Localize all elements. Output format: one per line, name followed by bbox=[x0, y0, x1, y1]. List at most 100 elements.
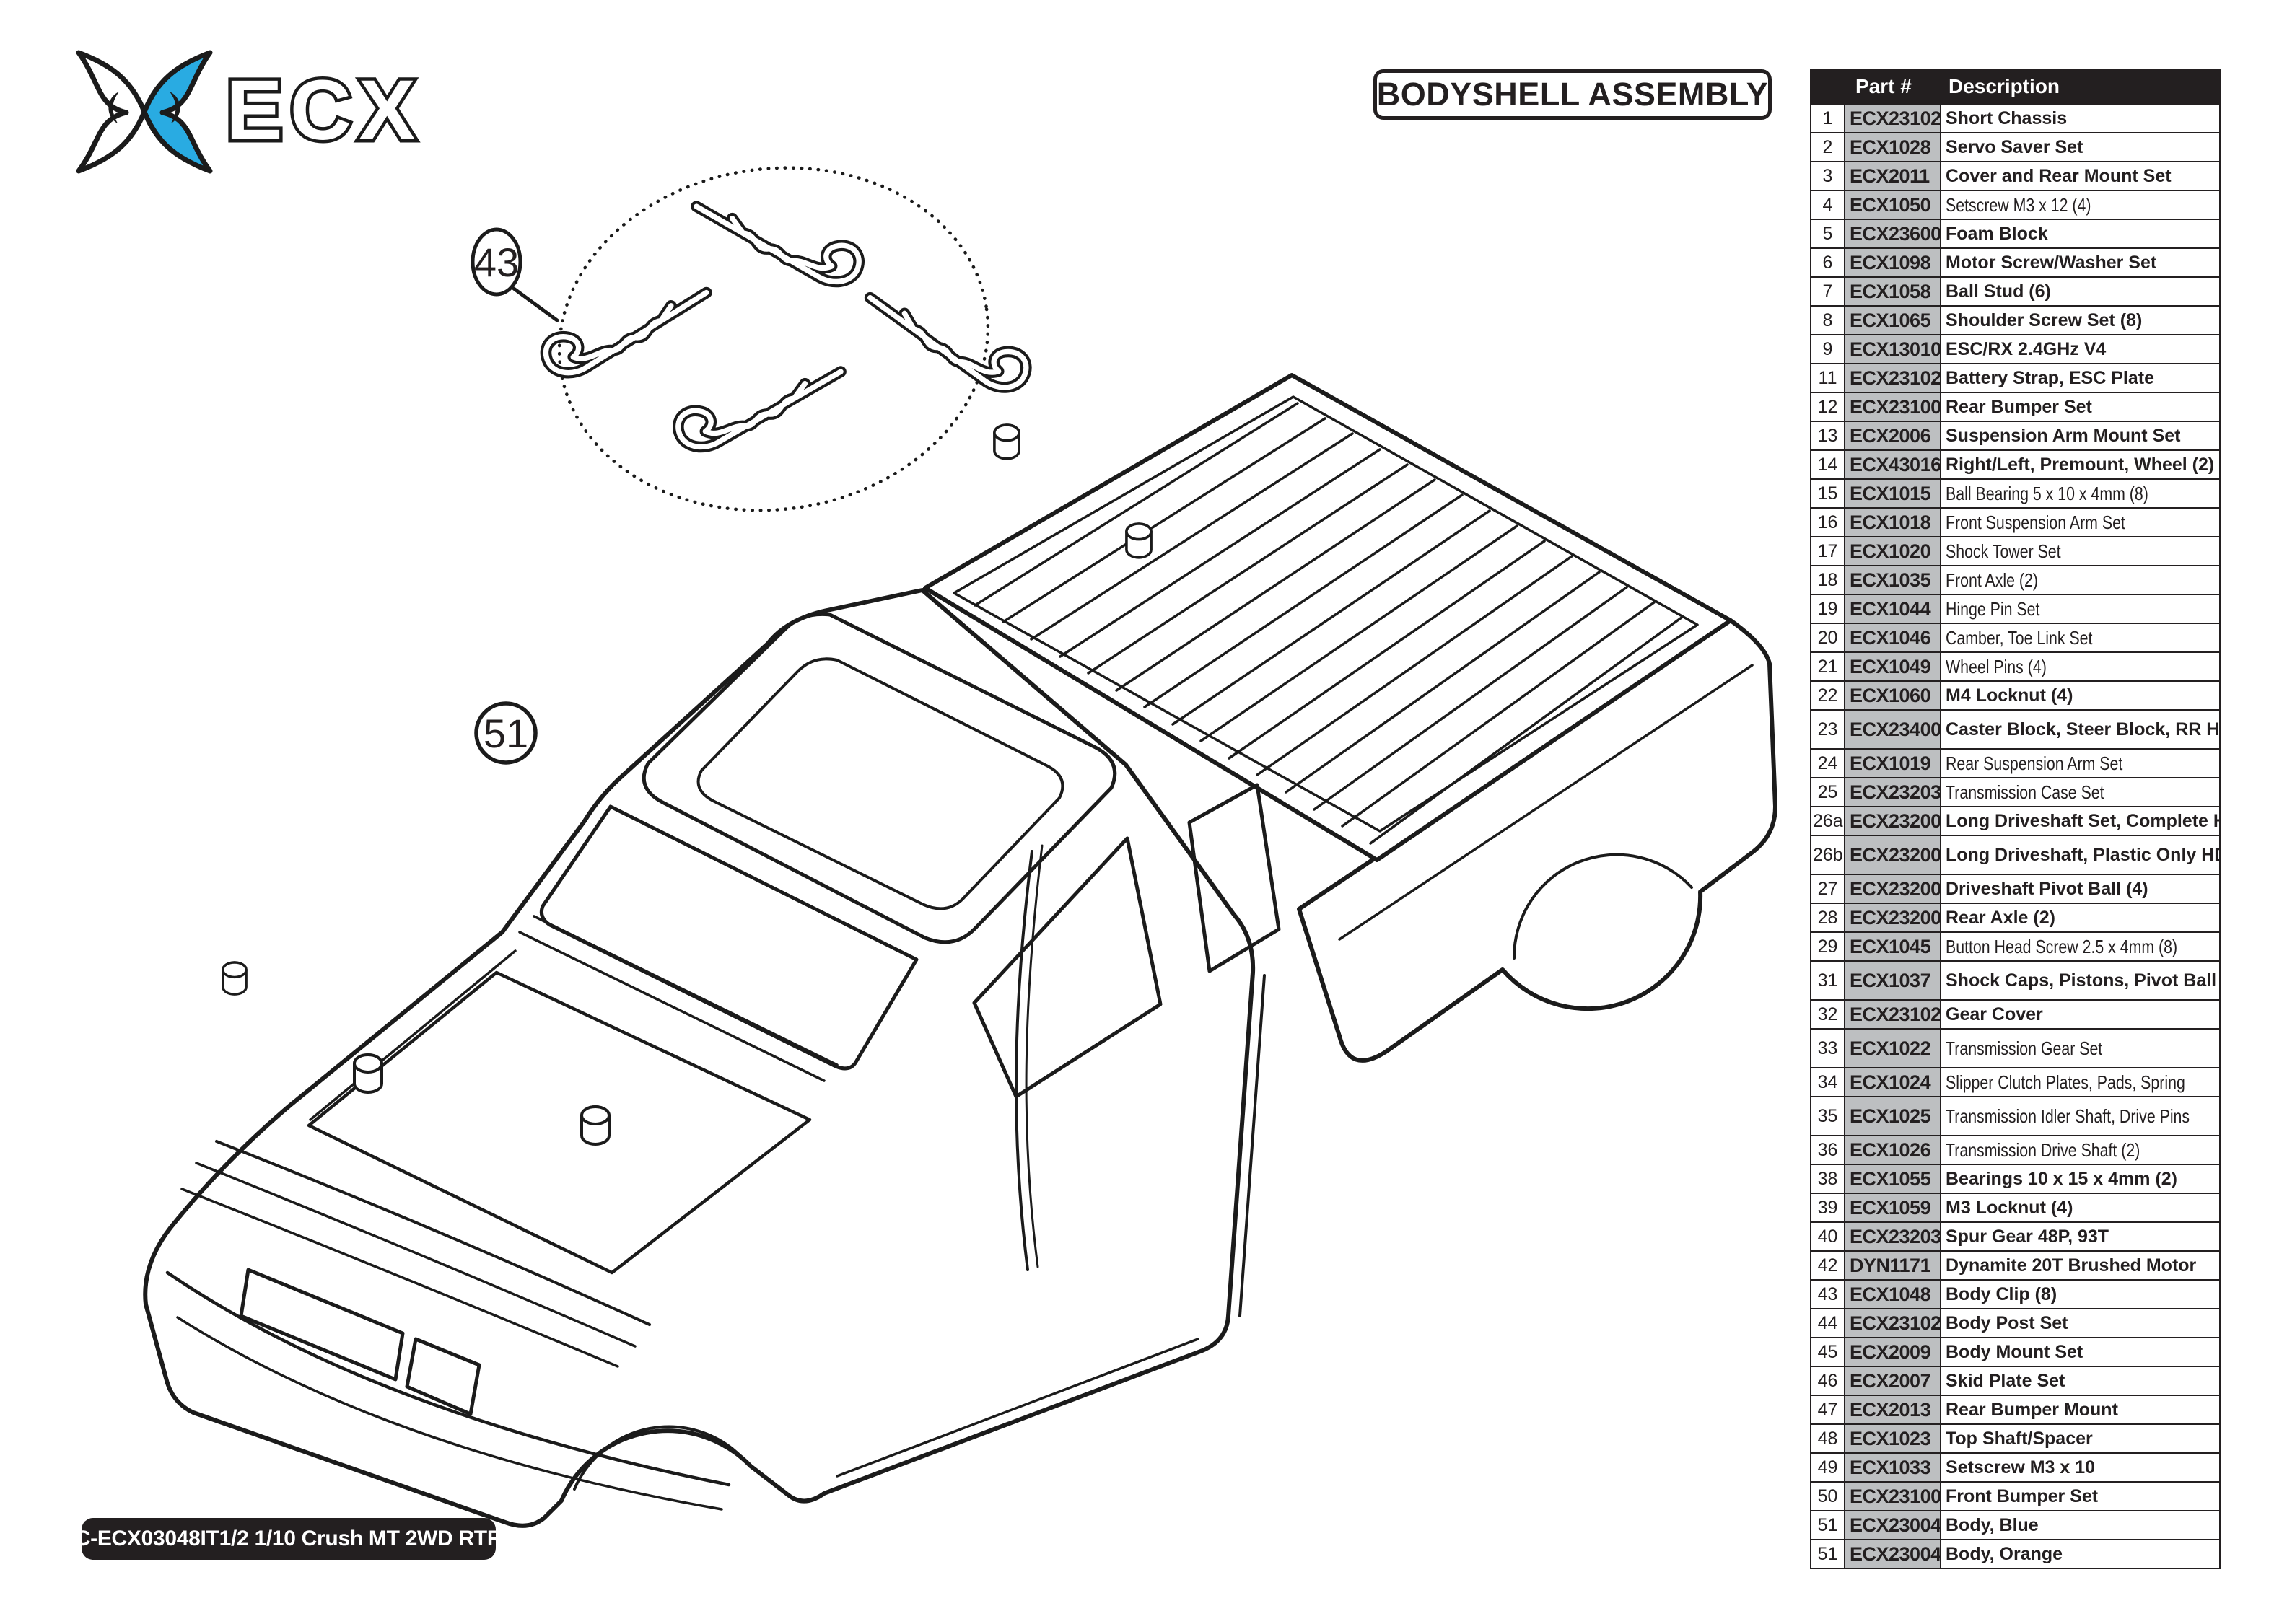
row-description: Shoulder Screw Set (8) bbox=[1940, 305, 2221, 335]
row-part-number: ECX230044 bbox=[1844, 1510, 1941, 1540]
row-description: Bearings 10 x 15 x 4mm (2) bbox=[1940, 1164, 2221, 1194]
row-part-number: ECX1024 bbox=[1844, 1067, 1941, 1097]
row-description: Shock Tower Set bbox=[1940, 536, 2221, 566]
row-part-number: ECX231001 bbox=[1844, 1481, 1941, 1511]
row-number: 25 bbox=[1810, 777, 1845, 807]
row-description: Top Shaft/Spacer bbox=[1940, 1423, 2221, 1454]
row-number: 34 bbox=[1810, 1067, 1845, 1097]
row-description: Rear Suspension Arm Set bbox=[1940, 748, 2221, 778]
row-description: Foam Block bbox=[1940, 219, 2221, 249]
row-part-number: ECX1045 bbox=[1844, 931, 1941, 962]
row-part-number: ECX231002 bbox=[1844, 392, 1941, 422]
row-number: 18 bbox=[1810, 565, 1845, 595]
row-number: 47 bbox=[1810, 1395, 1845, 1425]
row-description: Front Bumper Set bbox=[1940, 1481, 2221, 1511]
row-number: 38 bbox=[1810, 1164, 1845, 1194]
row-number: 6 bbox=[1810, 247, 1845, 278]
row-part-number: ECX1098 bbox=[1844, 247, 1941, 278]
row-part-number: ECX1020 bbox=[1844, 536, 1941, 566]
callout-51: 51 bbox=[474, 701, 538, 765]
row-description: Long Driveshaft Set, Complete HD (2) bbox=[1940, 806, 2221, 836]
table-row: 14 ECX43016 Right/Left, Premount, Wheel … bbox=[1810, 449, 2221, 480]
row-description: Camber, Toe Link Set bbox=[1940, 623, 2221, 653]
row-part-number: ECX1049 bbox=[1844, 651, 1941, 682]
row-description: Setscrew M3 x 10 bbox=[1940, 1452, 2221, 1483]
table-row: 34 ECX1024 Slipper Clutch Plates, Pads, … bbox=[1810, 1067, 2221, 1097]
table-row: 24 ECX1019 Rear Suspension Arm Set bbox=[1810, 748, 2221, 778]
row-number: 20 bbox=[1810, 623, 1845, 653]
table-row: 18 ECX1035 Front Axle (2) bbox=[1810, 565, 2221, 595]
row-number: 46 bbox=[1810, 1366, 1845, 1396]
row-number: 22 bbox=[1810, 680, 1845, 711]
row-part-number: ECX2009 bbox=[1844, 1337, 1941, 1367]
row-part-number: ECX1035 bbox=[1844, 565, 1941, 595]
row-description: Front Suspension Arm Set bbox=[1940, 507, 2221, 537]
row-description: Rear Bumper Set bbox=[1940, 392, 2221, 422]
row-number: 45 bbox=[1810, 1337, 1845, 1367]
row-number: 51 bbox=[1810, 1510, 1845, 1540]
table-row: 20 ECX1046 Camber, Toe Link Set bbox=[1810, 623, 2221, 653]
row-description: ESC/RX 2.4GHz V4 bbox=[1940, 334, 2221, 364]
table-row: 11 ECX231024 Battery Strap, ESC Plate bbox=[1810, 363, 2221, 393]
table-row: 26a ECX232000 Long Driveshaft Set, Compl… bbox=[1810, 806, 2221, 836]
row-part-number: ECX232033 bbox=[1844, 777, 1941, 807]
table-row: 25 ECX232033 Transmission Case Set bbox=[1810, 777, 2221, 807]
table-row: 21 ECX1049 Wheel Pins (4) bbox=[1810, 651, 2221, 682]
row-number: 33 bbox=[1810, 1028, 1845, 1068]
row-number: 42 bbox=[1810, 1250, 1845, 1281]
row-description: M4 Locknut (4) bbox=[1940, 680, 2221, 711]
row-description: Wheel Pins (4) bbox=[1940, 651, 2221, 682]
row-number: 15 bbox=[1810, 478, 1845, 509]
table-row: 45 ECX2009 Body Mount Set bbox=[1810, 1337, 2221, 1367]
row-number: 9 bbox=[1810, 334, 1845, 364]
row-number: 24 bbox=[1810, 748, 1845, 778]
row-number: 35 bbox=[1810, 1096, 1845, 1136]
table-row: 46 ECX2007 Skid Plate Set bbox=[1810, 1366, 2221, 1396]
row-description: Battery Strap, ESC Plate bbox=[1940, 363, 2221, 393]
row-part-number: ECX1059 bbox=[1844, 1193, 1941, 1223]
row-number: 48 bbox=[1810, 1423, 1845, 1454]
table-row: 38 ECX1055 Bearings 10 x 15 x 4mm (2) bbox=[1810, 1164, 2221, 1194]
truck-bed bbox=[923, 373, 1777, 1063]
row-description: Slipper Clutch Plates, Pads, Spring bbox=[1940, 1067, 2221, 1097]
table-row: 47 ECX2013 Rear Bumper Mount bbox=[1810, 1395, 2221, 1425]
table-row: 50 ECX231001 Front Bumper Set bbox=[1810, 1481, 2221, 1511]
row-description: Transmission Gear Set bbox=[1940, 1028, 2221, 1068]
row-description: Rear Bumper Mount bbox=[1940, 1395, 2221, 1425]
table-row: 27 ECX232005 Driveshaft Pivot Ball (4) bbox=[1810, 874, 2221, 904]
ecx-emblem-icon bbox=[76, 50, 213, 174]
row-number: 4 bbox=[1810, 190, 1845, 220]
table-row: 26b ECX232002 Long Driveshaft, Plastic O… bbox=[1810, 835, 2221, 875]
row-number: 39 bbox=[1810, 1193, 1845, 1223]
row-description: Transmission Case Set bbox=[1940, 777, 2221, 807]
row-number: 29 bbox=[1810, 931, 1845, 962]
row-number: 16 bbox=[1810, 507, 1845, 537]
row-part-number: ECX1025 bbox=[1844, 1096, 1941, 1136]
row-part-number: ECX1060 bbox=[1844, 680, 1941, 711]
row-description: Spur Gear 48P, 93T bbox=[1940, 1221, 2221, 1252]
table-row: 51 ECX230045 Body, Orange bbox=[1810, 1539, 2221, 1569]
row-part-number: ECX2011 bbox=[1844, 161, 1941, 191]
table-row: 35 ECX1025 Transmission Idler Shaft, Dri… bbox=[1810, 1096, 2221, 1136]
table-row: 29 ECX1045 Button Head Screw 2.5 x 4mm (… bbox=[1810, 931, 2221, 962]
row-number: 3 bbox=[1810, 161, 1845, 191]
row-part-number: ECX1048 bbox=[1844, 1279, 1941, 1309]
table-row: 9 ECX13010 ESC/RX 2.4GHz V4 bbox=[1810, 334, 2221, 364]
row-part-number: ECX1044 bbox=[1844, 594, 1941, 624]
row-part-number: DYN1171 bbox=[1844, 1250, 1941, 1281]
bed-ribs bbox=[974, 402, 1683, 845]
row-part-number: ECX1019 bbox=[1844, 748, 1941, 778]
callout-43-leader bbox=[512, 286, 559, 322]
row-part-number: ECX234000 bbox=[1844, 709, 1941, 750]
header-description: Description bbox=[1940, 69, 2221, 105]
row-part-number: ECX43016 bbox=[1844, 449, 1941, 480]
table-row: 32 ECX231026 Gear Cover bbox=[1810, 999, 2221, 1030]
row-part-number: ECX1055 bbox=[1844, 1164, 1941, 1194]
row-number: 23 bbox=[1810, 709, 1845, 750]
header-part: Part # bbox=[1844, 69, 1941, 105]
row-number: 49 bbox=[1810, 1452, 1845, 1483]
row-number: 21 bbox=[1810, 651, 1845, 682]
table-row: 31 ECX1037 Shock Caps, Pistons, Pivot Ba… bbox=[1810, 960, 2221, 1001]
table-row: 51 ECX230044 Body, Blue bbox=[1810, 1510, 2221, 1540]
